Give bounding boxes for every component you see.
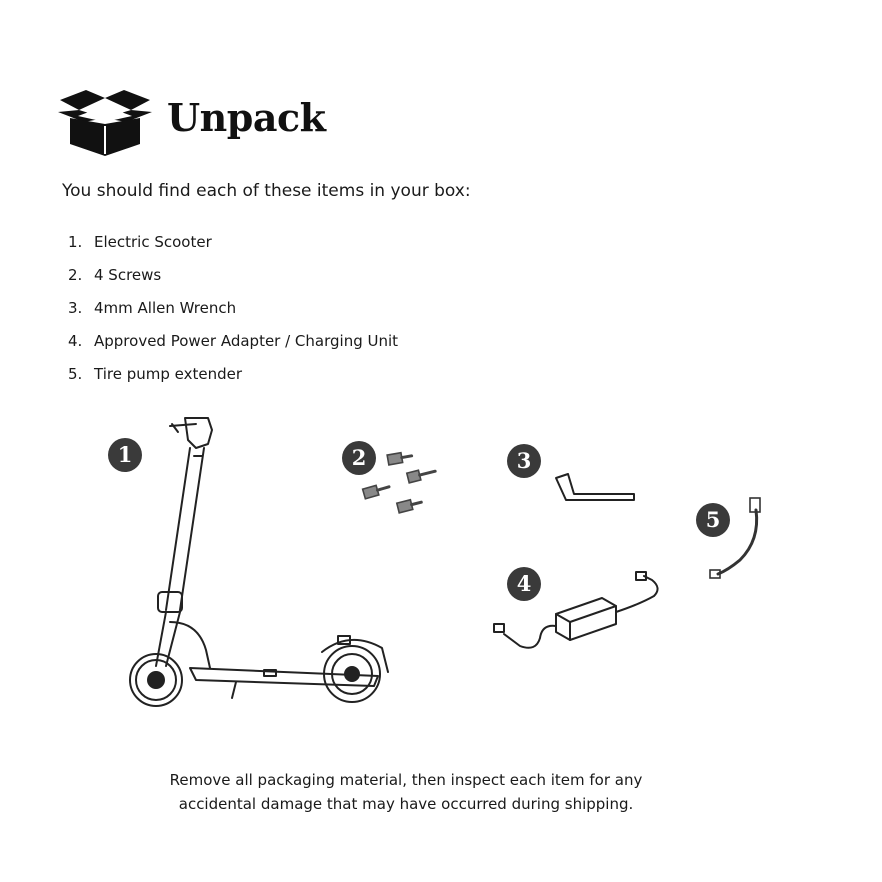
item-badge-4: 4 (507, 567, 541, 601)
item-badge-3: 3 (507, 444, 541, 478)
inspection-note-line-2: accidental damage that may have occurred… (0, 792, 812, 816)
allen-wrench-illustration (556, 474, 634, 500)
inspection-note-line-1: Remove all packaging material, then insp… (0, 768, 812, 792)
inspection-note: Remove all packaging material, then insp… (0, 768, 812, 816)
item-badge-2: 2 (342, 441, 376, 475)
item-badge-1: 1 (108, 438, 142, 472)
item-badge-5: 5 (696, 503, 730, 537)
